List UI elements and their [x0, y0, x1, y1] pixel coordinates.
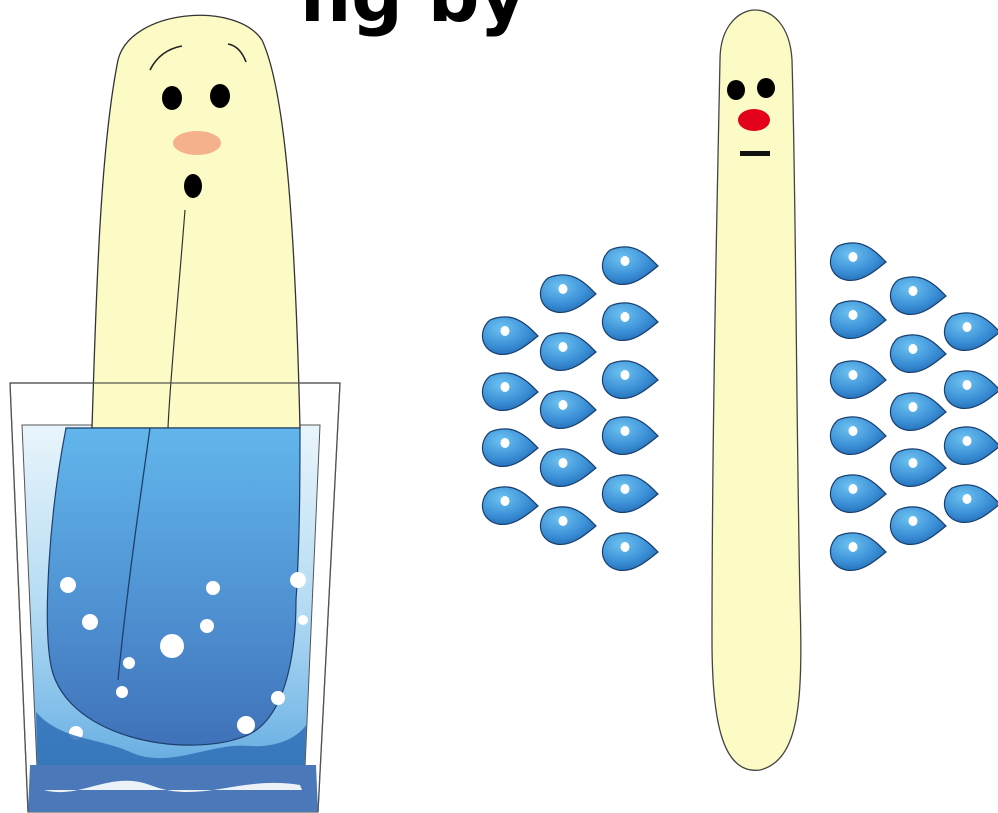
water-droplet-icon: [944, 371, 998, 409]
soaked-noodle-icon: [47, 15, 308, 745]
water-droplet-cluster-left: [482, 247, 658, 571]
water-droplet-icon: [830, 475, 886, 513]
water-droplet-icon: [890, 507, 946, 545]
water-droplet-icon: [602, 417, 658, 455]
water-droplet-icon: [830, 243, 886, 281]
water-droplet-icon: [602, 533, 658, 571]
water-droplet-icon: [890, 277, 946, 315]
water-droplet-icon: [944, 427, 998, 465]
water-droplet-icon: [602, 303, 658, 341]
water-droplet-icon: [602, 475, 658, 513]
water-droplet-icon: [540, 275, 596, 313]
water-droplet-icon: [830, 417, 886, 455]
water-droplet-icon: [944, 313, 998, 351]
water-droplet-icon: [540, 391, 596, 429]
water-droplet-icon: [944, 485, 998, 523]
water-droplet-icon: [830, 301, 886, 339]
water-droplet-icon: [540, 449, 596, 487]
water-droplet-icon: [482, 429, 538, 467]
water-droplet-icon: [890, 393, 946, 431]
water-droplet-icon: [482, 317, 538, 355]
water-droplet-icon: [540, 333, 596, 371]
dry-noodle-icon: [712, 10, 801, 770]
water-droplet-cluster-right: [830, 243, 998, 571]
water-droplet-icon: [830, 361, 886, 399]
water-droplet-icon: [482, 487, 538, 525]
water-droplet-icon: [540, 507, 596, 545]
water-droplet-icon: [602, 361, 658, 399]
water-droplet-icon: [830, 533, 886, 571]
water-droplet-icon: [602, 247, 658, 285]
water-droplet-icon: [890, 335, 946, 373]
water-droplet-icon: [890, 449, 946, 487]
water-droplet-icon: [482, 373, 538, 411]
